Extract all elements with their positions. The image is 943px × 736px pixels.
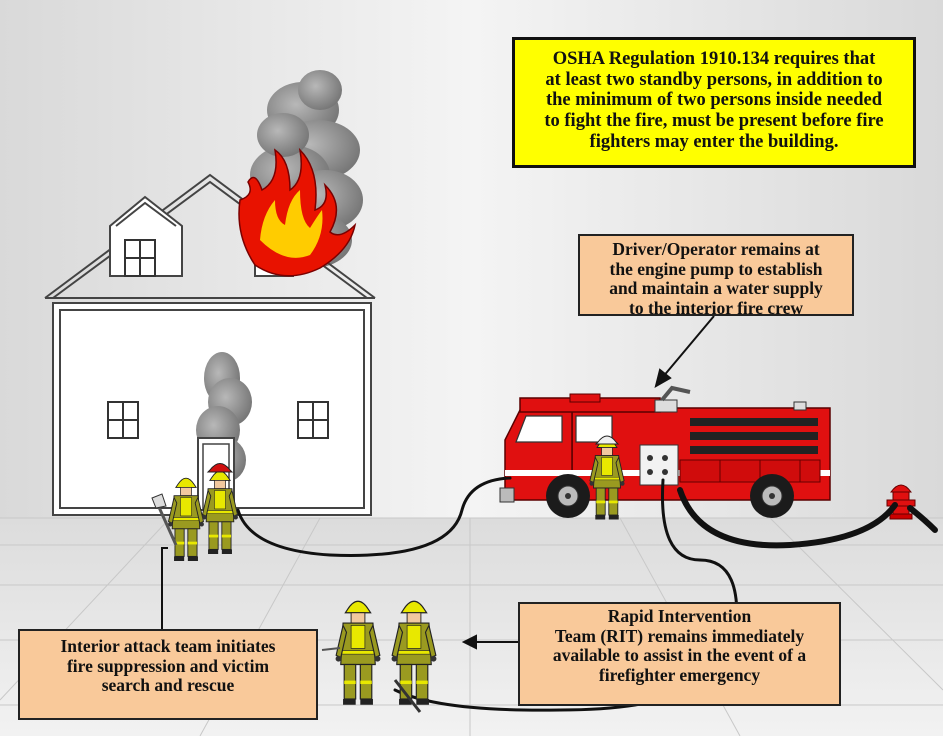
firefighter-icon [589, 435, 625, 520]
interior-line-1: Interior attack team initiates [60, 636, 276, 656]
interior-line-3: search and rescue [101, 675, 235, 696]
arrow-icon [161, 315, 715, 650]
osha-line-3: the minimum of two persons inside needed [545, 90, 883, 111]
dormer-window [124, 239, 156, 277]
osha-line-5: fighters may enter the building. [589, 131, 839, 152]
fire-engine-icon [499, 385, 831, 518]
driver-line-1: Driver/Operator remains at [612, 239, 820, 259]
rit-line-2: Team (RIT) remains immediately [554, 625, 805, 646]
rit-line-4: firefighter emergency [598, 664, 761, 685]
fire-hydrant-icon [886, 484, 916, 520]
driver-line-3: and maintain a water supply [609, 278, 823, 299]
driver-line-2: the engine pump to establish [609, 258, 823, 279]
osha-line-4: to fight the fire, must be present befor… [544, 111, 884, 132]
fire-icon [238, 147, 357, 277]
osha-regulation-note: OSHA Regulation 1910.134 requires that a… [512, 37, 916, 168]
left-window [107, 401, 139, 439]
firefighter-icon [201, 463, 239, 555]
right-window [297, 401, 329, 439]
rit-line-1: Rapid Intervention [607, 606, 752, 626]
rit-line-3: available to assist in the event of a [552, 645, 807, 666]
driver-line-4: to the interior fire crew [629, 297, 803, 318]
rapid-intervention-team-note: Rapid Intervention Team (RIT) remains im… [518, 602, 841, 706]
driver-operator-note: Driver/Operator remains at the engine pu… [578, 234, 854, 318]
interior-attack-team-note: Interior attack team initiates fire supp… [18, 629, 318, 720]
interior-line-2: fire suppression and victim [66, 655, 270, 676]
osha-line-2: at least two standby persons, in additio… [545, 69, 883, 90]
osha-line-1: OSHA Regulation 1910.134 requires that [552, 49, 876, 69]
